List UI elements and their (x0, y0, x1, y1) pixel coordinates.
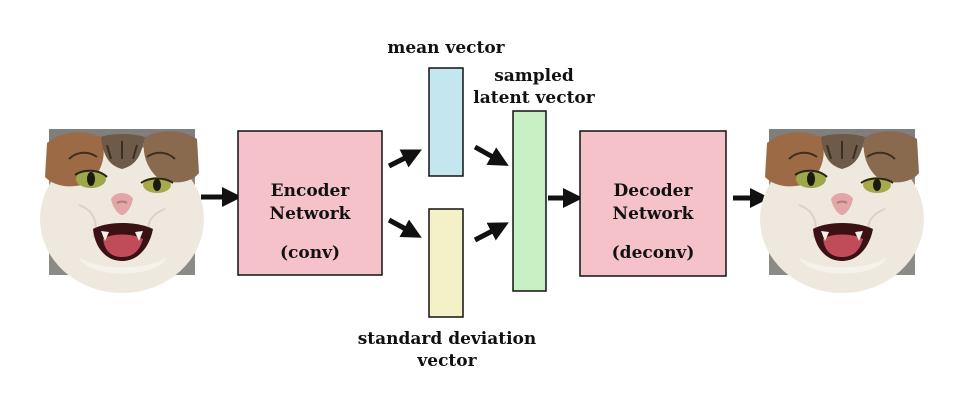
arrow-right-icon (387, 149, 422, 169)
std-vector-label-line2: vector (416, 351, 477, 371)
mean-vector-label: mean vector (387, 38, 505, 58)
input-image (39, 128, 205, 294)
mean-vector: mean vector (387, 38, 506, 177)
encoder-label-line2: Network (270, 204, 352, 224)
arrow-right-icon (473, 222, 509, 243)
encoder-network-box: Encoder Network (conv) (237, 130, 383, 276)
encoder-label-line3: (conv) (280, 243, 340, 263)
latent-vector: sampled latent vector (473, 66, 596, 292)
std-vector-label-line1: standard deviation (358, 329, 537, 349)
encoder-label-line1: Encoder (271, 181, 351, 201)
std-vector: standard deviation vector (358, 208, 537, 371)
arrow-right-icon (473, 144, 509, 166)
decoder-label-line2: Network (613, 204, 695, 224)
latent-vector-label-line1: sampled (494, 66, 574, 86)
output-image (759, 128, 925, 294)
decoder-network-box: Decoder Network (deconv) (579, 130, 727, 277)
decoder-label-line1: Decoder (614, 181, 694, 201)
arrow-right-icon (387, 217, 422, 238)
latent-vector-label-line2: latent vector (473, 88, 596, 108)
decoder-label-line3: (deconv) (612, 243, 695, 263)
